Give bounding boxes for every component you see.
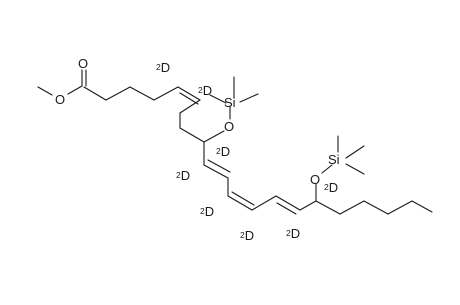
bond [207,159,231,173]
bond [83,86,107,101]
bond [105,86,131,101]
bond [387,200,413,215]
bond [129,86,155,101]
bond [276,202,297,215]
bond [363,200,389,215]
deuterium-label: 2D [286,226,300,241]
bond [321,164,333,174]
bond [239,93,259,103]
bond [299,200,317,211]
deuterium-label: 2D [176,168,190,183]
deuterium-label: 2D [240,228,254,243]
atom-label-tms2-oxygen: O [310,172,320,187]
bond [179,92,199,105]
bond [203,130,225,143]
bond [275,195,301,211]
bond [345,163,365,175]
deuterium-label: 2D [200,204,214,219]
bond [177,86,201,101]
bond [153,86,179,101]
bond [227,195,253,211]
deuterium-label: 2D [324,180,338,195]
atom-label-tms2-silicon: Si [328,152,340,167]
bond [37,86,53,96]
bond [251,195,277,211]
bond [203,164,229,179]
bond [231,191,255,206]
bond [315,200,341,215]
bond [179,127,205,143]
deuterium-label: 2D [156,60,170,75]
bond [411,200,433,213]
atom-label-carbonyl-oxygen: O [78,56,88,71]
bond [339,200,365,215]
bond-skeleton [37,69,433,215]
bond [209,94,227,104]
bond [67,85,83,95]
atom-label-tms1-oxygen: O [224,119,234,134]
bond [179,99,201,114]
deuterium-label: 2D [198,83,212,98]
atom-label-ester-oxygen: O [55,92,65,107]
bond [345,145,365,159]
atom-label-tms1-silicon: Si [224,95,236,110]
deuterium-label: 2D [216,144,230,159]
